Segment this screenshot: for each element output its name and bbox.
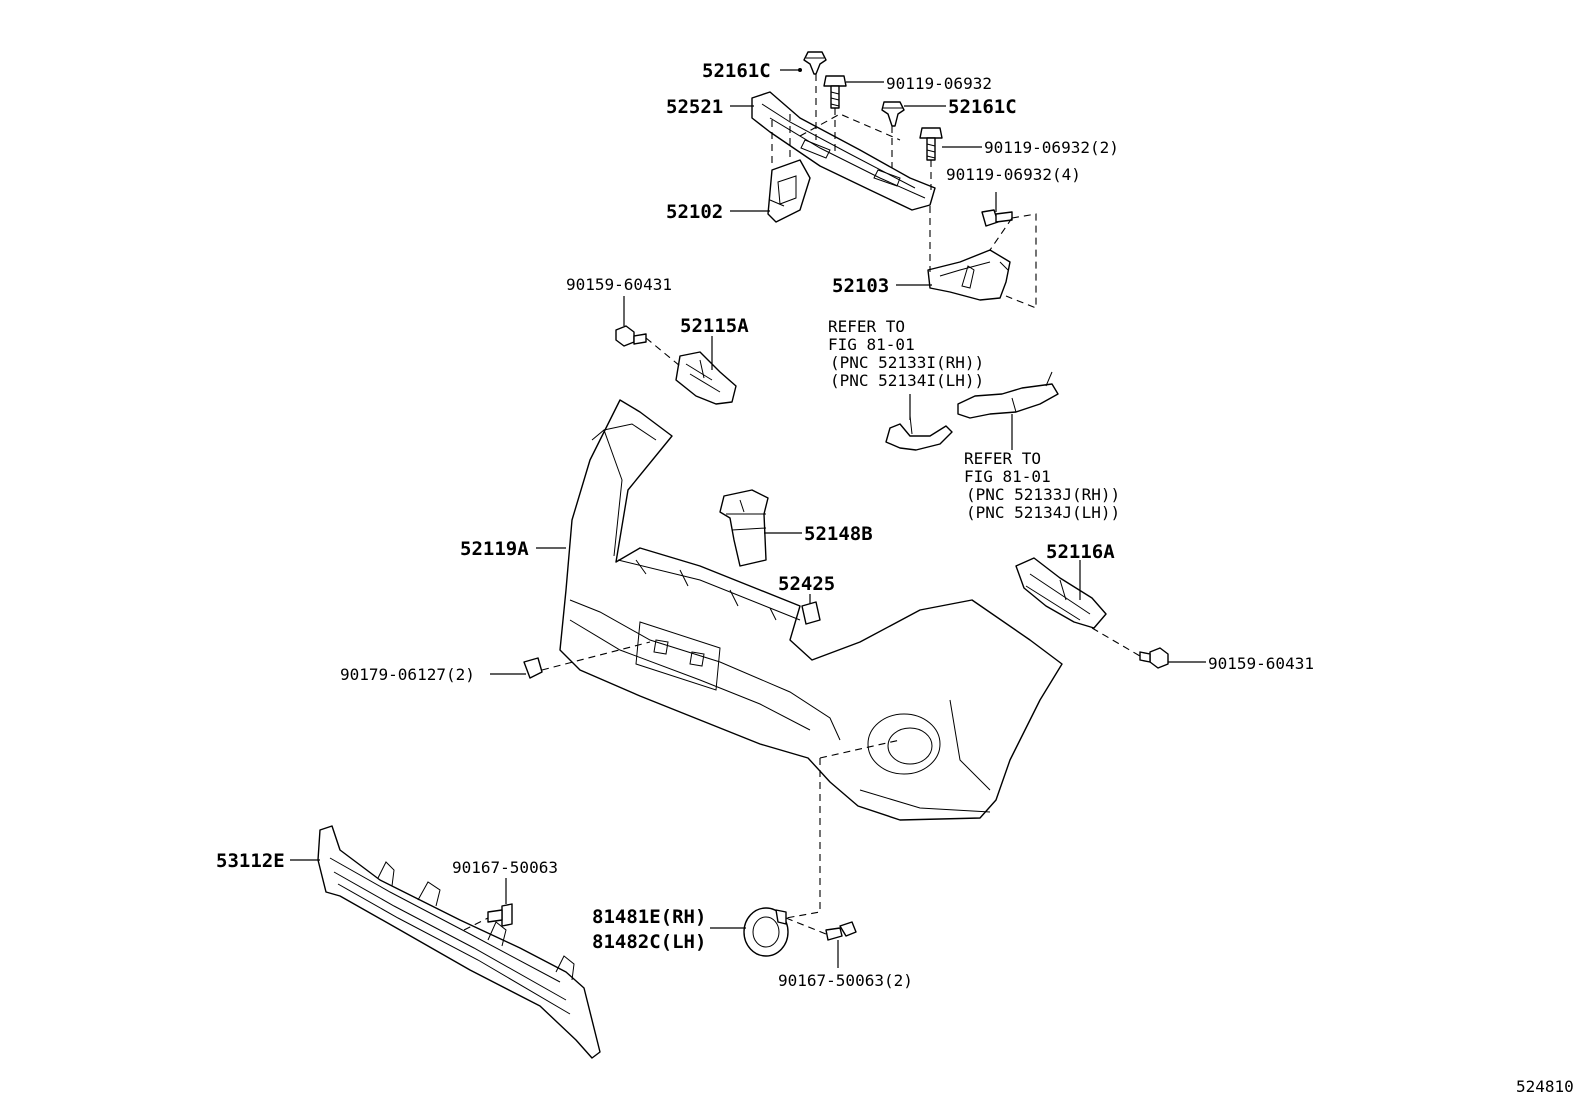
leader-lines bbox=[290, 68, 1206, 968]
label-52148b[interactable]: 52148B bbox=[804, 523, 873, 545]
label-52119a[interactable]: 52119A bbox=[460, 538, 529, 560]
label-90119-06932-2[interactable]: 90119-06932(2) bbox=[984, 138, 1119, 157]
label-90159-60431-left[interactable]: 90159-60431 bbox=[566, 275, 672, 294]
sensor-bracket-upper[interactable] bbox=[885, 415, 953, 451]
label-52116a[interactable]: 52116A bbox=[1046, 541, 1115, 563]
label-52425[interactable]: 52425 bbox=[778, 573, 835, 595]
label-90167-50063[interactable]: 90167-50063 bbox=[452, 858, 558, 877]
seal-52148b[interactable] bbox=[719, 489, 769, 567]
refer-upper-line4: (PNC 52134I(LH)) bbox=[830, 371, 984, 390]
clip-90179-06127[interactable] bbox=[523, 657, 543, 679]
bracket-52102[interactable] bbox=[767, 159, 811, 223]
diagram-id: 524810 bbox=[1516, 1077, 1574, 1096]
refer-lower-line3: (PNC 52133J(RH)) bbox=[966, 485, 1120, 504]
label-90179-06127-2[interactable]: 90179-06127(2) bbox=[340, 665, 475, 684]
part-number-labels: 52161C 90119-06932 52521 52161C 90119-06… bbox=[216, 60, 1314, 990]
screw-90167-50063[interactable] bbox=[487, 903, 513, 927]
refer-lower-line4: (PNC 52134J(LH)) bbox=[966, 503, 1120, 522]
refer-upper-line1: REFER TO bbox=[828, 317, 905, 336]
screw-90167-50063-2[interactable] bbox=[825, 921, 857, 941]
clip-52161c-right[interactable] bbox=[881, 101, 905, 127]
bracket-52103[interactable] bbox=[927, 249, 1011, 301]
bumper-reinforcement-bar-52521[interactable] bbox=[751, 91, 936, 211]
label-52161c-left[interactable]: 52161C bbox=[702, 60, 771, 82]
nut-90159-60431-right[interactable] bbox=[1139, 647, 1169, 669]
nut-90159-60431-left[interactable] bbox=[615, 325, 647, 347]
label-90119-06932[interactable]: 90119-06932 bbox=[886, 74, 992, 93]
front-bumper-cover-52119a[interactable] bbox=[559, 399, 1063, 821]
lower-grille-53112e[interactable] bbox=[317, 825, 601, 1059]
retainer-52116a[interactable] bbox=[1015, 557, 1107, 629]
label-53112e[interactable]: 53112E bbox=[216, 850, 285, 872]
clip-52161c-left[interactable] bbox=[803, 51, 827, 75]
refer-lower-line1: REFER TO bbox=[964, 449, 1041, 468]
refer-note-upper: REFER TO FIG 81-01 (PNC 52133I(RH)) (PNC… bbox=[828, 317, 984, 390]
label-81482c-lh[interactable]: 81482C(LH) bbox=[592, 931, 706, 953]
label-52102[interactable]: 52102 bbox=[666, 201, 723, 223]
refer-lower-line2: FIG 81-01 bbox=[964, 467, 1051, 486]
label-52115a[interactable]: 52115A bbox=[680, 315, 749, 337]
refer-upper-line2: FIG 81-01 bbox=[828, 335, 915, 354]
bolt-90119-06932[interactable] bbox=[823, 75, 847, 109]
label-90167-50063-2[interactable]: 90167-50063(2) bbox=[778, 971, 913, 990]
refer-upper-line3: (PNC 52133I(RH)) bbox=[830, 353, 984, 372]
label-52161c-right[interactable]: 52161C bbox=[948, 96, 1017, 118]
bolt-90119-06932-2[interactable] bbox=[919, 127, 943, 161]
retainer-52115a[interactable] bbox=[675, 351, 737, 405]
label-90159-60431-right[interactable]: 90159-60431 bbox=[1208, 654, 1314, 673]
refer-note-lower: REFER TO FIG 81-01 (PNC 52133J(RH)) (PNC… bbox=[964, 449, 1120, 522]
sensor-bracket-lower[interactable] bbox=[957, 371, 1059, 419]
label-81481e-rh[interactable]: 81481E(RH) bbox=[592, 906, 706, 928]
fog-lamp-cover-81481e[interactable] bbox=[743, 907, 789, 957]
spacer-52425[interactable] bbox=[801, 601, 821, 625]
label-52103[interactable]: 52103 bbox=[832, 275, 889, 297]
label-90119-06932-4[interactable]: 90119-06932(4) bbox=[946, 165, 1081, 184]
bolt-90119-06932-4[interactable] bbox=[981, 209, 1013, 227]
label-52521[interactable]: 52521 bbox=[666, 96, 723, 118]
